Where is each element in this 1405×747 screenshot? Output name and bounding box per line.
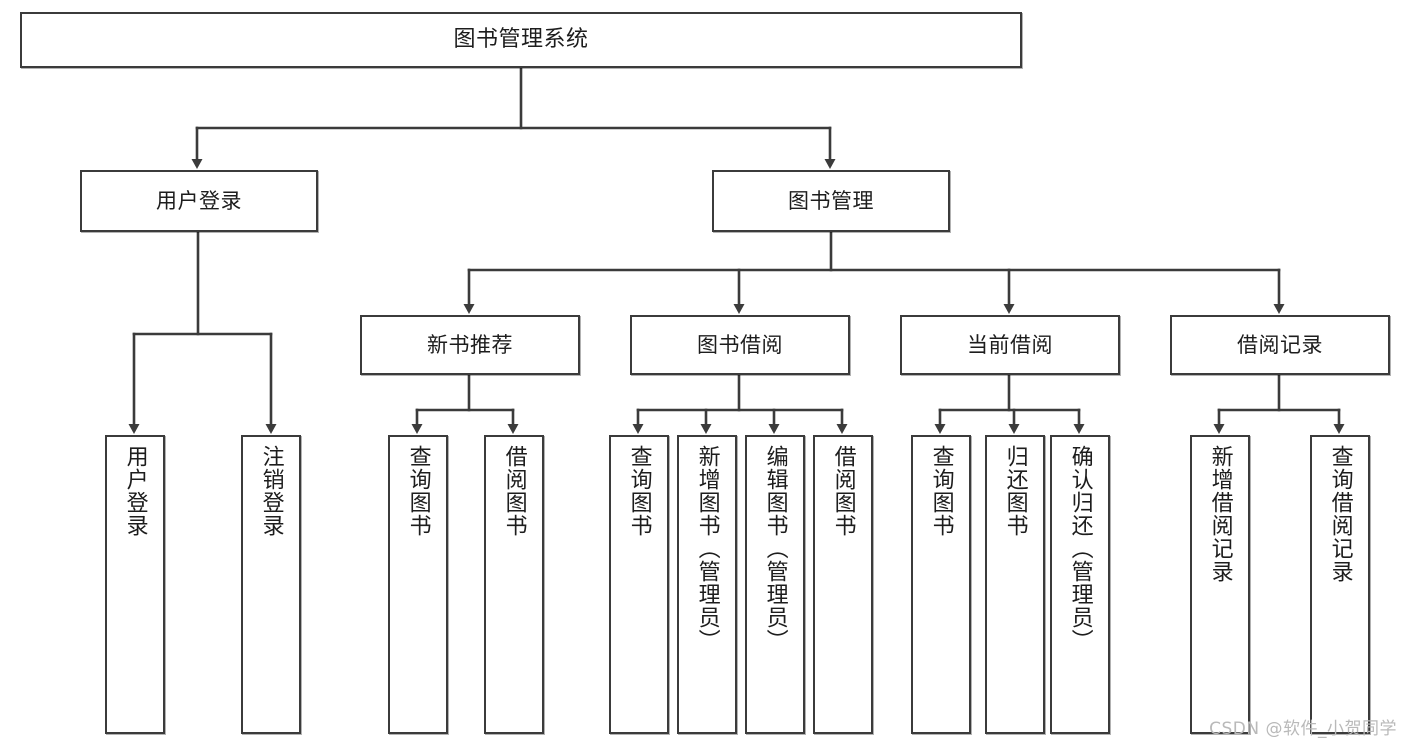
node-level3-new-book-recommend[interactable]: 新书推荐 (360, 315, 580, 375)
node-level3-borrow-record[interactable]: 借阅记录 (1170, 315, 1390, 375)
node-level2-book-management[interactable]: 图书管理 (712, 170, 950, 232)
node-root-label: 图书管理系统 (453, 27, 589, 53)
leaf-node-label: 编辑图书（管理员） (762, 445, 788, 652)
leaf-node-label: 注销登录 (258, 445, 284, 537)
watermark: CSDN @软件_小贺同学 (1209, 719, 1397, 739)
leaf-node-label: 新增图书（管理员） (694, 445, 720, 652)
node-root[interactable]: 图书管理系统 (20, 12, 1022, 68)
leaf-node-label: 查询图书 (626, 445, 652, 537)
leaf-node[interactable]: 用户登录 (105, 435, 165, 734)
leaf-node[interactable]: 查询图书 (911, 435, 971, 734)
leaf-node-label: 查询图书 (405, 445, 431, 537)
leaf-node-label: 查询图书 (928, 445, 954, 537)
node-level2-book-management-label: 图书管理 (788, 188, 874, 213)
node-level3-book-borrow[interactable]: 图书借阅 (630, 315, 850, 375)
node-level2-user-login-label: 用户登录 (156, 188, 242, 213)
leaf-node[interactable]: 编辑图书（管理员） (745, 435, 805, 734)
node-level3-current-borrow-label: 当前借阅 (967, 332, 1053, 357)
leaf-node-label: 查询借阅记录 (1327, 445, 1353, 583)
leaf-node[interactable]: 查询图书 (388, 435, 448, 734)
leaf-node-label: 借阅图书 (830, 445, 856, 537)
leaf-node-label: 确认归还（管理员） (1067, 445, 1093, 652)
node-level3-book-borrow-label: 图书借阅 (697, 332, 783, 357)
leaf-node[interactable]: 确认归还（管理员） (1050, 435, 1110, 734)
leaf-node-label: 用户登录 (122, 445, 148, 537)
leaf-node[interactable]: 借阅图书 (813, 435, 873, 734)
leaf-node[interactable]: 借阅图书 (484, 435, 544, 734)
leaf-node[interactable]: 归还图书 (985, 435, 1045, 734)
leaf-node[interactable]: 新增图书（管理员） (677, 435, 737, 734)
node-level3-new-book-recommend-label: 新书推荐 (427, 332, 513, 357)
leaf-node-label: 借阅图书 (501, 445, 527, 537)
leaf-node[interactable]: 新增借阅记录 (1190, 435, 1250, 734)
leaf-node[interactable]: 查询图书 (609, 435, 669, 734)
leaf-node[interactable]: 查询借阅记录 (1310, 435, 1370, 734)
leaf-node[interactable]: 注销登录 (241, 435, 301, 734)
leaf-node-label: 归还图书 (1002, 445, 1028, 537)
node-level3-current-borrow[interactable]: 当前借阅 (900, 315, 1120, 375)
node-level2-user-login[interactable]: 用户登录 (80, 170, 318, 232)
leaf-node-label: 新增借阅记录 (1207, 445, 1233, 583)
node-level3-borrow-record-label: 借阅记录 (1237, 332, 1323, 357)
